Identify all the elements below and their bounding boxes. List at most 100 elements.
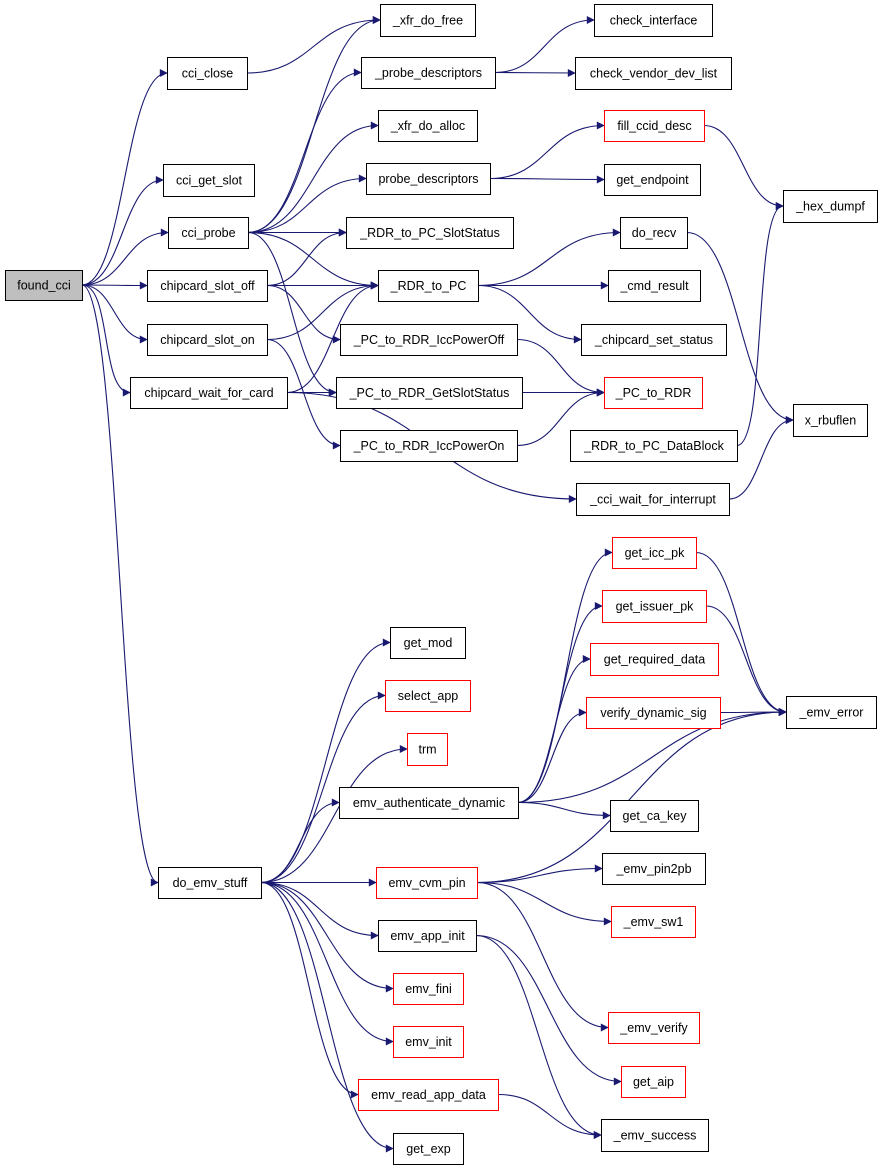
node-box[interactable] [393,973,464,1005]
node-hex_dumpf[interactable]: _hex_dumpf [783,190,878,223]
node-PC_to_RDR[interactable]: _PC_to_RDR [604,377,703,409]
node-emv_sw1[interactable]: _emv_sw1 [611,906,696,938]
node-box[interactable] [340,324,518,356]
node-box[interactable] [168,217,249,249]
node-box[interactable] [581,324,727,356]
node-box[interactable] [604,377,703,409]
node-box[interactable] [602,853,706,885]
node-box[interactable] [608,270,701,302]
node-emv_success[interactable]: _emv_success [601,1119,709,1152]
node-chipcard_slot_on[interactable]: chipcard_slot_on [147,324,268,356]
node-RDR_to_PC[interactable]: _RDR_to_PC [378,270,479,302]
node-do_emv_stuff[interactable]: do_emv_stuff [158,867,262,899]
node-box[interactable] [167,57,248,90]
node-PC_to_RDR_IccPowerOff[interactable]: _PC_to_RDR_IccPowerOff [340,324,518,356]
node-get_endpoint[interactable]: get_endpoint [604,164,701,196]
node-box[interactable] [378,110,478,142]
node-PC_to_RDR_IccPowerOn[interactable]: _PC_to_RDR_IccPowerOn [340,430,518,462]
node-get_aip[interactable]: get_aip [621,1066,686,1098]
node-box[interactable] [393,1026,464,1058]
node-emv_authenticate_dynamic[interactable]: emv_authenticate_dynamic [339,787,519,819]
node-box[interactable] [390,627,466,659]
node-box[interactable] [130,377,288,409]
node-box[interactable] [604,164,701,196]
node-RDR_to_PC_DataBlock[interactable]: _RDR_to_PC_DataBlock [570,430,738,462]
node-get_required_data[interactable]: get_required_data [590,643,719,676]
node-cci_get_slot[interactable]: cci_get_slot [163,164,255,197]
node-box[interactable] [147,324,268,356]
node-box[interactable] [575,57,732,90]
node-box[interactable] [783,190,878,223]
node-xfr_do_alloc[interactable]: _xfr_do_alloc [378,110,478,142]
node-box[interactable] [366,163,491,195]
node-box[interactable] [385,680,471,712]
node-verify_dynamic_sig[interactable]: verify_dynamic_sig [586,697,721,729]
node-get_issuer_pk[interactable]: get_issuer_pk [602,590,707,623]
node-emv_verify[interactable]: _emv_verify [608,1012,700,1044]
node-select_app[interactable]: select_app [385,680,471,712]
node-box[interactable] [621,1066,686,1098]
node-box[interactable] [586,697,721,729]
node-box[interactable] [620,217,688,249]
node-box[interactable] [358,1079,499,1111]
node-get_icc_pk[interactable]: get_icc_pk [612,537,697,569]
node-get_mod[interactable]: get_mod [390,627,466,659]
node-box[interactable] [393,1133,464,1165]
node-box[interactable] [612,537,697,569]
node-box[interactable] [407,733,448,766]
node-box[interactable] [346,217,514,249]
node-box[interactable] [339,787,519,819]
node-box[interactable] [601,1119,709,1152]
node-cci_close[interactable]: cci_close [167,57,248,90]
node-PC_to_RDR_GetSlotStatus[interactable]: _PC_to_RDR_GetSlotStatus [336,377,523,409]
node-box[interactable] [786,696,877,729]
node-box[interactable] [376,867,478,899]
node-chipcard_slot_off[interactable]: chipcard_slot_off [147,270,268,302]
node-box[interactable] [793,404,868,437]
node-emv_app_init[interactable]: emv_app_init [378,920,477,952]
node-box[interactable] [378,920,477,952]
node-box[interactable] [163,164,255,197]
node-emv_cvm_pin[interactable]: emv_cvm_pin [376,867,478,899]
node-found_cci[interactable]: found_cci [5,270,83,301]
node-box[interactable] [570,430,738,462]
node-box[interactable] [378,270,479,302]
node-RDR_to_PC_SlotStatus[interactable]: _RDR_to_PC_SlotStatus [346,217,514,249]
node-box[interactable] [610,800,699,832]
node-get_ca_key[interactable]: get_ca_key [610,800,699,832]
node-probe_descriptors[interactable]: probe_descriptors [366,163,491,195]
node-do_recv[interactable]: do_recv [620,217,688,249]
node-x_rbuflen[interactable]: x_rbuflen [793,404,868,437]
node-check_interface[interactable]: check_interface [594,4,713,37]
node-box[interactable] [604,110,705,142]
node-box[interactable] [147,270,268,302]
node-fill_ccid_desc[interactable]: fill_ccid_desc [604,110,705,142]
node-chipcard_wait_for_card[interactable]: chipcard_wait_for_card [130,377,288,409]
node-check_vendor_dev_list[interactable]: check_vendor_dev_list [575,57,732,90]
node-box[interactable] [611,906,696,938]
node-box[interactable] [576,483,730,516]
node-cci_probe[interactable]: cci_probe [168,217,249,249]
node-box[interactable] [594,4,713,37]
node-emv_init[interactable]: emv_init [393,1026,464,1058]
node-box[interactable] [602,590,707,623]
node-box[interactable] [361,57,496,89]
node-cci_wait_for_interrupt[interactable]: _cci_wait_for_interrupt [576,483,730,516]
node-trm[interactable]: trm [407,733,448,766]
node-box[interactable] [158,867,262,899]
node-box[interactable] [590,643,719,676]
node-box[interactable] [5,270,83,301]
node-get_exp[interactable]: get_exp [393,1133,464,1165]
node-box[interactable] [336,377,523,409]
node-box[interactable] [608,1012,700,1044]
node-box[interactable] [380,4,476,37]
node-emv_error[interactable]: _emv_error [786,696,877,729]
node-xfr_do_free[interactable]: _xfr_do_free [380,4,476,37]
node-emv_read_app_data[interactable]: emv_read_app_data [358,1079,499,1111]
node-emv_pin2pb[interactable]: _emv_pin2pb [602,853,706,885]
node-probe_descriptors_u[interactable]: _probe_descriptors [361,57,496,89]
node-box[interactable] [340,430,518,462]
node-emv_fini[interactable]: emv_fini [393,973,464,1005]
node-chipcard_set_status[interactable]: _chipcard_set_status [581,324,727,356]
node-cmd_result[interactable]: _cmd_result [608,270,701,302]
